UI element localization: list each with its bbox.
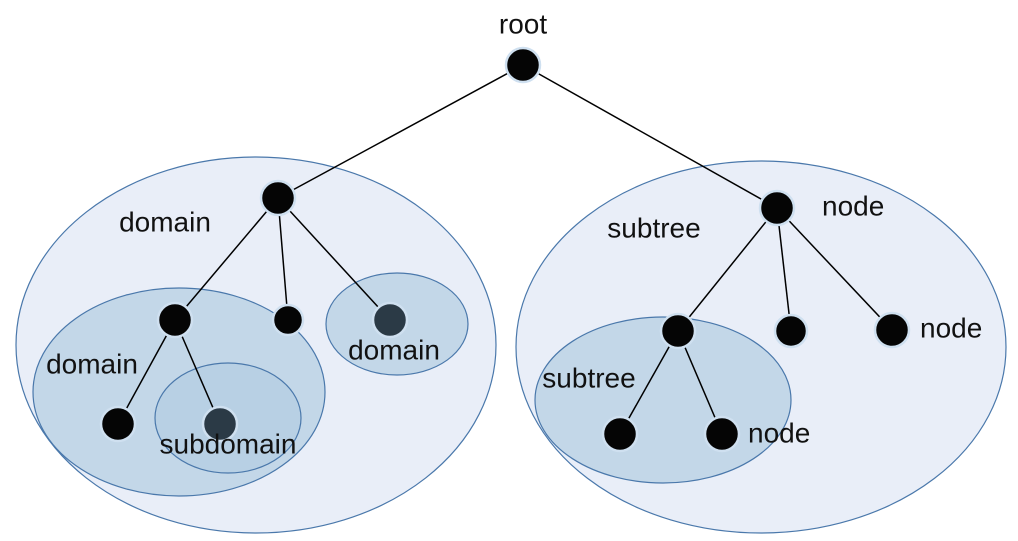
- edge-right-branch-to-right-mid: [677, 207, 778, 332]
- edge-right-mid-to-right-leaf2: [677, 330, 723, 435]
- tree-node-right-far[interactable]: [873, 311, 911, 349]
- tree-node-right-mid[interactable]: [659, 312, 697, 350]
- tree-node-subdomain[interactable]: [201, 405, 239, 443]
- node-labels-layer: root node node node: [499, 8, 982, 448]
- edge-root-to-right-branch: [522, 64, 778, 209]
- group-label-left-inner-domain: domain: [46, 348, 138, 379]
- edge-left-mid-to-left-leaf: [117, 319, 176, 425]
- tree-node-left-sib[interactable]: [271, 303, 305, 337]
- edge-right-mid-to-right-leaf1: [619, 330, 679, 435]
- tree-edges-layer: [117, 64, 893, 435]
- group-label-left-subdomain: subdomain: [160, 428, 297, 459]
- group-ellipse-right-inner-subtree[interactable]: [534, 316, 792, 484]
- edge-right-branch-to-right-far: [776, 207, 893, 331]
- edge-left-branch-to-left-mid: [174, 197, 279, 321]
- group-label-left-small-domain: domain: [348, 334, 440, 365]
- edge-left-branch-to-left-small: [277, 197, 391, 321]
- tree-node-right-branch[interactable]: [758, 189, 796, 227]
- tree-node-left-small[interactable]: [371, 301, 409, 339]
- edge-right-branch-to-right-sib: [776, 207, 792, 332]
- tree-node-root[interactable]: [504, 46, 542, 84]
- group-label-left-outer-domain: domain: [119, 206, 211, 237]
- tree-node-left-mid[interactable]: [156, 301, 194, 339]
- group-label-right-inner-subtree: subtree: [542, 362, 635, 393]
- edge-left-branch-to-left-sib: [277, 197, 289, 321]
- node-label-root-label: root: [499, 8, 547, 39]
- node-label-node-label-2: node: [920, 312, 982, 343]
- tree-node-right-leaf2[interactable]: [703, 415, 741, 453]
- tree-node-left-leaf[interactable]: [99, 405, 137, 443]
- tree-nodes-layer: [99, 46, 911, 453]
- tree-node-right-leaf1[interactable]: [601, 415, 639, 453]
- group-label-right-outer-subtree: subtree: [607, 212, 700, 243]
- node-label-node-label-1: node: [822, 190, 884, 221]
- group-labels-layer: domain domain subdomain domain subtree subtre…: [46, 206, 701, 459]
- tree-node-left-branch[interactable]: [259, 179, 297, 217]
- edge-left-mid-to-subdomain: [174, 319, 221, 425]
- tree-node-right-sib[interactable]: [773, 313, 809, 349]
- node-label-node-label-3: node: [748, 417, 810, 448]
- edge-root-to-left-branch: [277, 64, 524, 199]
